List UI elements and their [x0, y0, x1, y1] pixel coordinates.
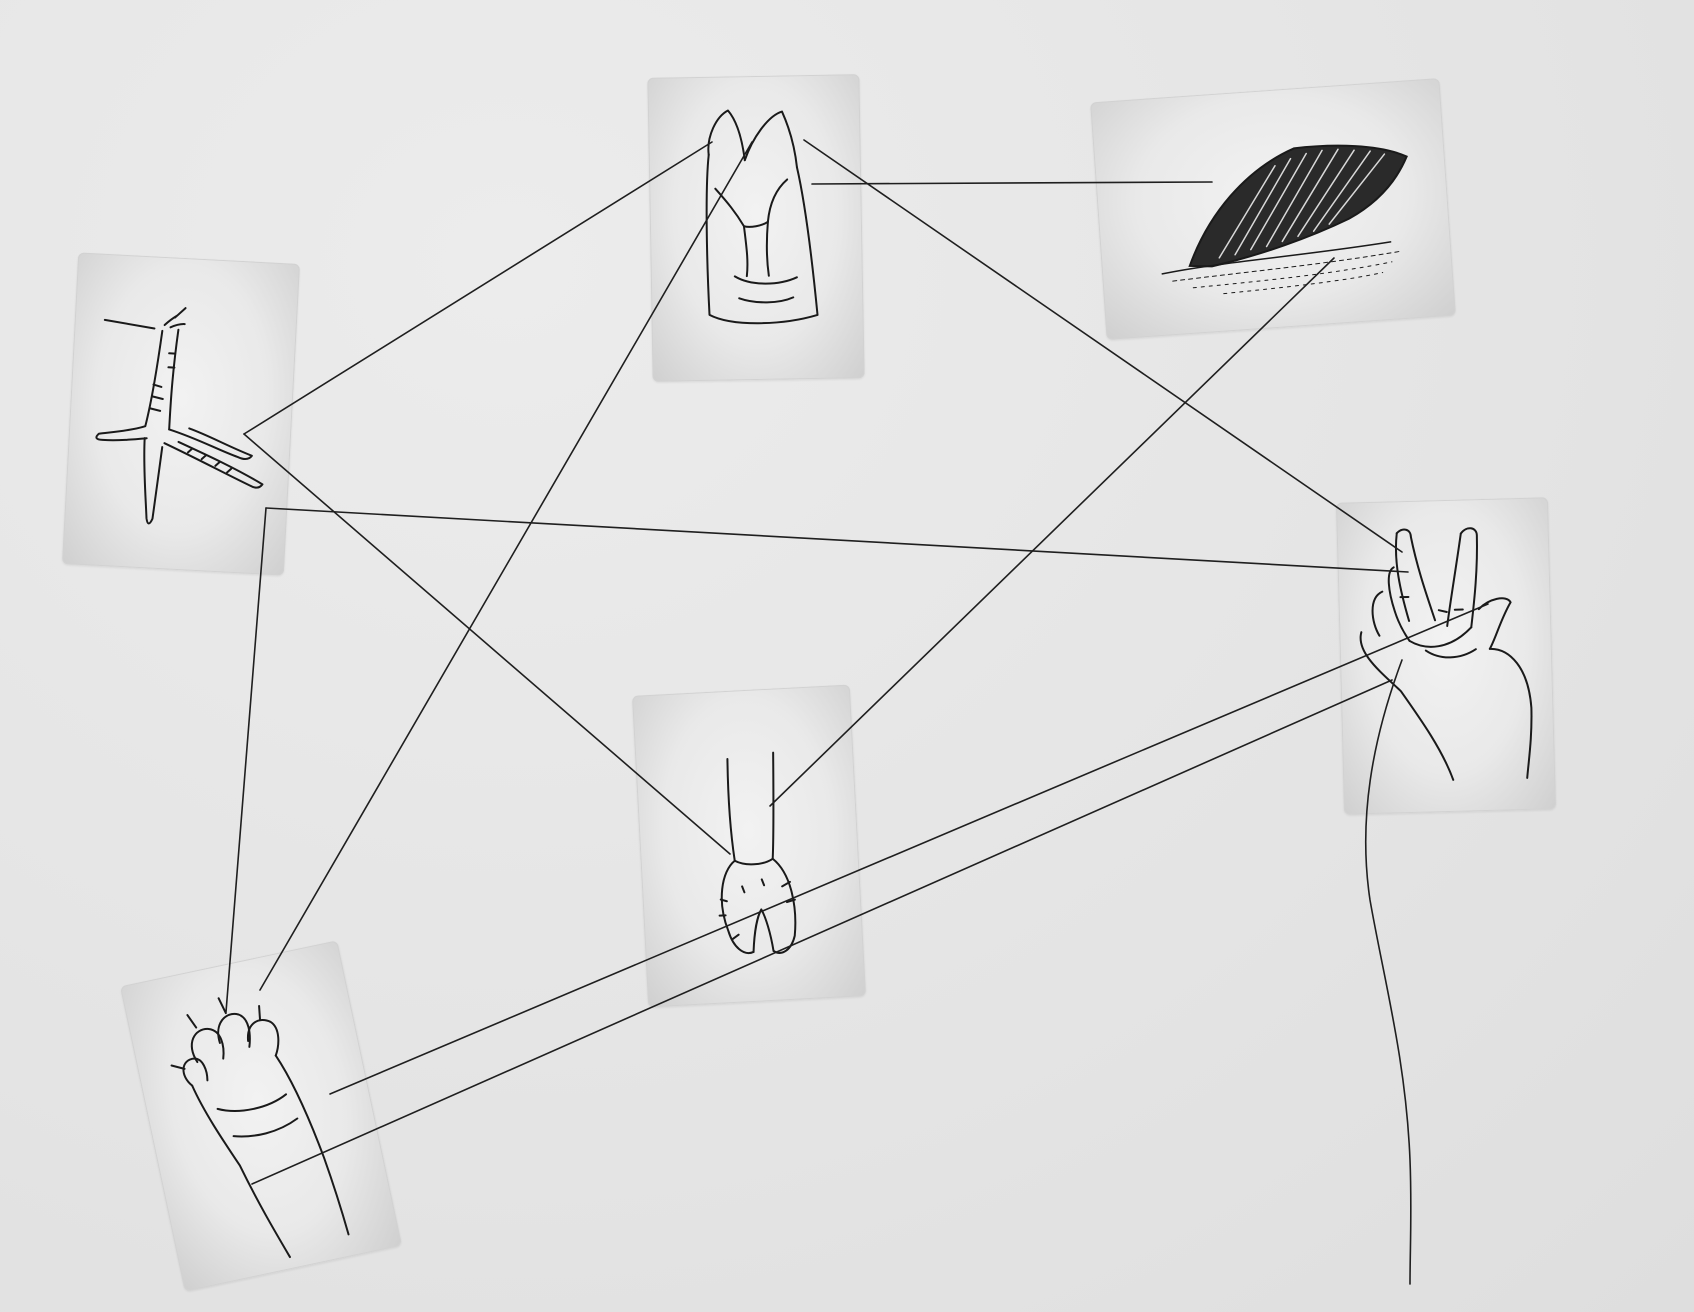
- pig-trotter-icon: [718, 751, 797, 954]
- human-hand-icon: [1359, 527, 1533, 781]
- string-claw-hoof: [243, 141, 713, 435]
- bird-claw-icon: [95, 307, 264, 525]
- card-pig-trotter: [631, 684, 867, 1008]
- card-animal-paw: [119, 940, 403, 1292]
- card-horse-hoof: [647, 74, 865, 382]
- horse-hoof-icon: [705, 109, 819, 325]
- animal-paw-icon: [170, 997, 350, 1259]
- card-bird-claw: [61, 252, 301, 576]
- string-claw-paw: [225, 507, 267, 1013]
- string-hand-paw-upper: [329, 603, 1489, 1095]
- string-claw-hand: [265, 507, 1409, 573]
- card-human-hand: [1335, 497, 1557, 815]
- fish-fin-icon: [1161, 144, 1408, 295]
- card-fish-fin: [1090, 78, 1456, 340]
